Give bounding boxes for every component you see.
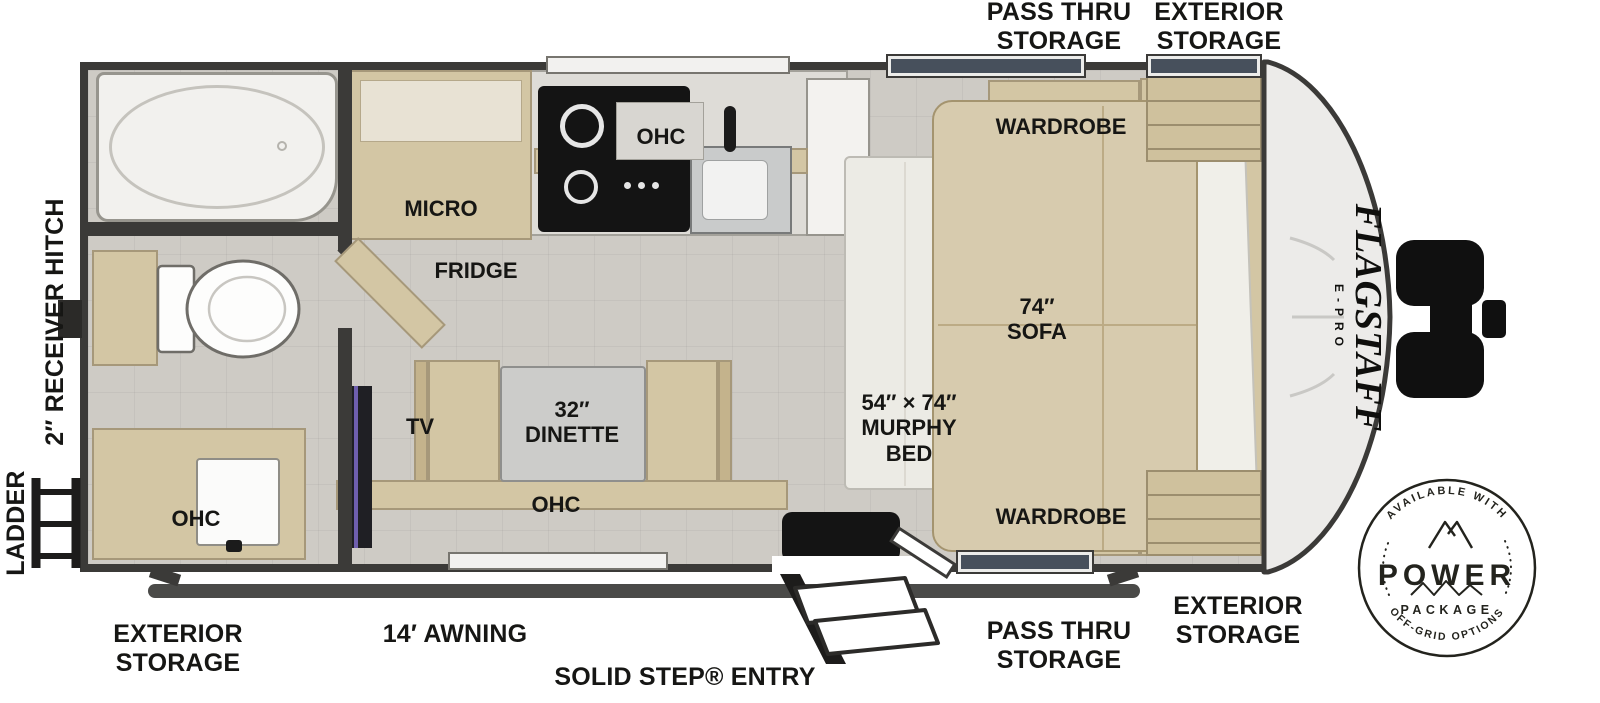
dinette-bench-right-back (718, 360, 732, 482)
dinette-bench-right (646, 360, 718, 482)
kitchen-window (546, 56, 790, 74)
brand-logo: FLAGSTAFF E-PRO (1325, 188, 1389, 448)
label-tv: TV (405, 414, 435, 439)
power-package-badge: AVAILABLE WITH POWER PACKAGE OFF-GRID OP… (1357, 478, 1537, 658)
label-ladder: LADDER (2, 470, 30, 576)
murphy-bed-seam (904, 162, 906, 486)
brand-model: FLAGSTAFF (1347, 203, 1389, 433)
sofa-seam-vertical (1102, 106, 1104, 550)
dinette-ohc-band (336, 480, 788, 510)
bath-wall-under-tub (88, 222, 346, 236)
label-ohc-bath: OHC (171, 506, 221, 531)
kitchen-sink-basin (702, 160, 768, 220)
bath-sink (196, 458, 280, 546)
label-murphy-bed: 54″ × 74″ MURPHY BED (861, 390, 957, 466)
kitchen-faucet (724, 106, 736, 152)
badge-dotted-arc-right (1504, 540, 1512, 596)
stove-knob (638, 182, 645, 189)
label-pass-thru-storage-bottom: PASS THRU STORAGE (986, 617, 1132, 674)
front-top-window (1148, 56, 1260, 76)
label-wardrobe-bottom: WARDROBE (995, 504, 1127, 529)
bath-faucet (226, 540, 242, 552)
kitchen-sink (690, 146, 792, 234)
stove-burner-large (560, 104, 604, 148)
label-fridge: FRIDGE (434, 258, 518, 283)
label-wardrobe-top: WARDROBE (995, 114, 1127, 139)
kitchen-ohc-plate (616, 102, 704, 160)
ladder-graphic (31, 478, 81, 568)
sofa-seam-horizontal (938, 324, 1196, 326)
bathtub-basin (109, 85, 325, 209)
dinette-table (500, 366, 646, 482)
label-awning: 14′ AWNING (382, 620, 528, 648)
label-ohc-kitchen: OHC (636, 124, 686, 149)
dinette-bench-left-back (414, 360, 428, 482)
label-dinette: 32″ DINETTE (524, 397, 620, 448)
label-solid-step-entry: SOLID STEP® ENTRY (554, 663, 816, 691)
stove-knob (624, 182, 631, 189)
entry-door-gap (772, 556, 940, 574)
label-sofa: 74″ SOFA (1007, 294, 1067, 345)
bath-vanity (92, 250, 158, 366)
stove-burner-small (564, 170, 598, 204)
dinette-window (448, 552, 668, 570)
sofa-top-window (888, 56, 1084, 76)
micro-cabinet (350, 70, 532, 240)
label-exterior-storage-rear: EXTERIOR STORAGE (113, 620, 243, 677)
dinette-bench-left (428, 360, 500, 482)
mountain-zigzag-icon (1410, 580, 1483, 596)
mountain-icon (1427, 520, 1474, 549)
bath-kitchen-wall (338, 70, 352, 250)
propane-tanks (1396, 240, 1506, 398)
label-exterior-storage-front: EXTERIOR STORAGE (1173, 592, 1303, 649)
bathtub-drain (277, 141, 287, 151)
bathtub (96, 72, 338, 222)
brand-series: E-PRO (1332, 283, 1346, 352)
corner-cabinet-bottom (1146, 470, 1262, 556)
label-ohc-dinette: OHC (531, 492, 581, 517)
label-exterior-storage-top: EXTERIOR STORAGE (1154, 0, 1284, 55)
label-receiver-hitch: 2″ RECEIVER HITCH (41, 198, 69, 446)
dinette-left-wall (338, 328, 352, 564)
entry-step-box (782, 512, 900, 562)
stove-knob (652, 182, 659, 189)
badge-package-text: PACKAGE (1400, 603, 1493, 617)
front-bottom-window (958, 552, 1092, 572)
corner-cabinet-top (1146, 76, 1262, 162)
micro-inner (360, 80, 522, 142)
awning-bar (148, 584, 1140, 598)
label-micro: MICRO (404, 196, 478, 221)
tv-accent (354, 386, 358, 548)
badge-power-text: POWER (1378, 559, 1516, 592)
label-pass-thru-storage-top: PASS THRU STORAGE (986, 0, 1132, 55)
